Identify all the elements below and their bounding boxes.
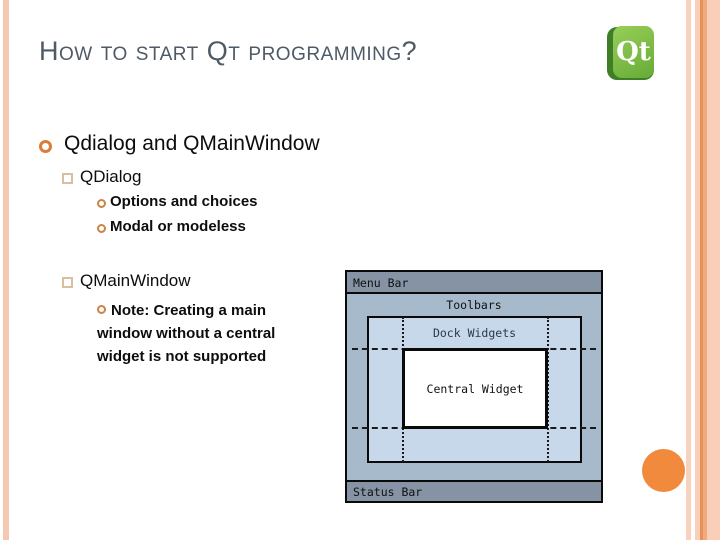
- accent-circle: [642, 449, 685, 492]
- right-edge-stripe-band: [695, 0, 720, 540]
- diagram-central-widget: Central Widget: [402, 348, 548, 429]
- qmainwindow-note: Note: Creating a main window without a c…: [97, 299, 332, 368]
- note-line-1: Note: Creating a main: [97, 299, 332, 322]
- qt-logo-face: Qt: [613, 26, 654, 78]
- note-line-3: widget is not supported: [97, 348, 267, 365]
- diagram-central-widget-label: Central Widget: [426, 381, 524, 396]
- qmainwindow-layout-diagram: Menu Bar Toolbars Dock Widgets Central W…: [345, 270, 603, 503]
- left-edge-stripe: [3, 0, 9, 540]
- qt-logo-text: Qt: [616, 37, 651, 67]
- bullet-square-qmainwindow: [62, 277, 73, 288]
- bullet-level1-label: Qdialog and QMainWindow: [64, 132, 320, 155]
- bullet-ring-modal: [97, 224, 106, 233]
- bullet-qmainwindow-label: QMainWindow: [80, 271, 191, 290]
- right-edge-stripe-dark-line: [700, 0, 703, 540]
- bullet-modal-label: Modal or modeless: [110, 218, 246, 235]
- bullet-square-qdialog: [62, 173, 73, 184]
- diagram-dock-widgets-label: Dock Widgets: [432, 326, 517, 340]
- diagram-status-bar: Status Bar: [347, 480, 601, 501]
- note-line-2: window without a central: [97, 325, 276, 342]
- bullet-ring-note: [97, 305, 106, 314]
- bullet-options-label: Options and choices: [110, 193, 258, 210]
- right-edge-stripe-thin: [686, 0, 691, 540]
- bullet-qdialog-label: QDialog: [80, 167, 142, 186]
- bullet-ring-options: [97, 199, 106, 208]
- slide-title: How to start Qt programming?: [39, 36, 418, 66]
- bullet-ring-level1: [39, 140, 52, 153]
- qt-logo: Qt: [607, 26, 654, 80]
- diagram-menu-bar: Menu Bar: [347, 272, 601, 294]
- diagram-guide-line-vertical-right: [547, 317, 549, 462]
- right-edge-stripe-mid-line: [703, 0, 707, 540]
- diagram-toolbars-label: Toolbars: [446, 298, 502, 312]
